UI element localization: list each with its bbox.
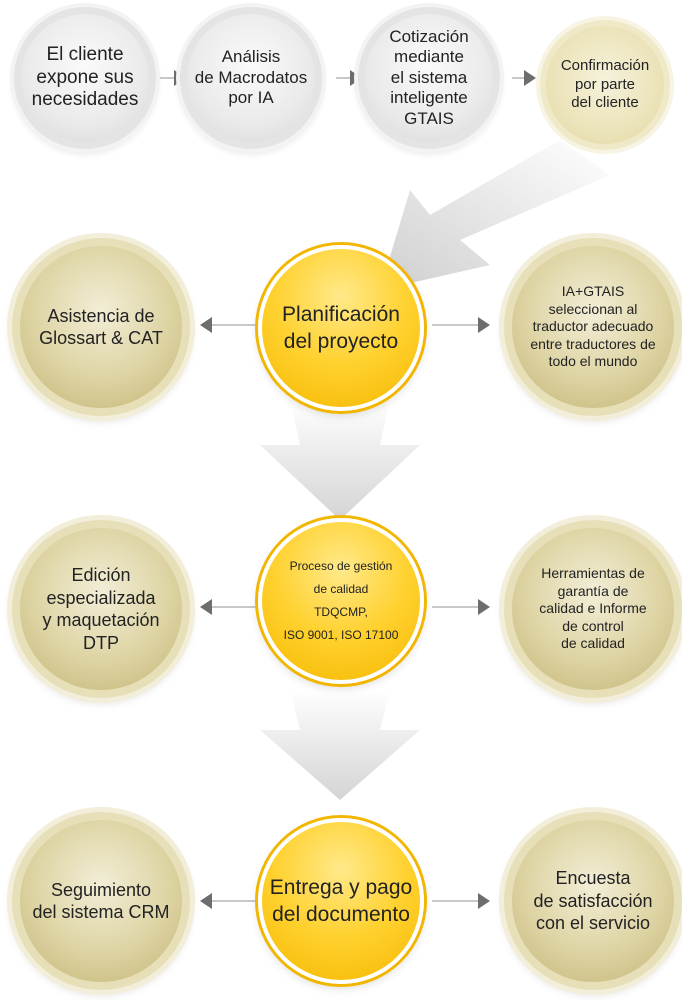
arrow-right-icon <box>432 317 490 333</box>
down-arrow-2 <box>260 690 420 800</box>
crm-system-tracking: Seguimiento del sistema CRM <box>12 812 190 990</box>
translator-selection: IA+GTAIS seleccionan al traductor adecua… <box>504 238 682 416</box>
quality-management-process: Proceso de gestión de calidad TDQCMP, IS… <box>258 518 424 684</box>
step-quotation: Cotización mediante el sistema inteligen… <box>358 7 500 149</box>
step-client-needs: El cliente expone sus necesidades <box>14 7 156 149</box>
arrow-right-icon <box>336 70 362 86</box>
glossart-cat-assistance: Asistencia de Glossart & CAT <box>12 238 190 416</box>
arrow-right-icon <box>512 70 536 86</box>
arrow-right-icon <box>160 70 186 86</box>
arrow-left-icon <box>200 599 256 615</box>
step-client-confirmation: Confirmación por parte del cliente <box>540 20 670 150</box>
arrow-left-icon <box>200 317 256 333</box>
quality-assurance-tools: Herramientas de garantía de calidad e In… <box>504 520 682 698</box>
down-arrow-1 <box>260 400 420 520</box>
diagonal-arrow <box>380 140 610 290</box>
satisfaction-survey: Encuesta de satisfacción con el servicio <box>504 812 682 990</box>
step-big-data-analysis: Análisis de Macrodatos por IA <box>180 7 322 149</box>
specialized-editing-dtp: Edición especializada y maquetación DTP <box>12 520 190 698</box>
delivery-and-payment: Entrega y pago del documento <box>258 818 424 984</box>
arrow-right-icon <box>432 893 490 909</box>
arrow-left-icon <box>200 893 256 909</box>
project-planning: Planificación del proyecto <box>258 245 424 411</box>
arrow-right-icon <box>432 599 490 615</box>
